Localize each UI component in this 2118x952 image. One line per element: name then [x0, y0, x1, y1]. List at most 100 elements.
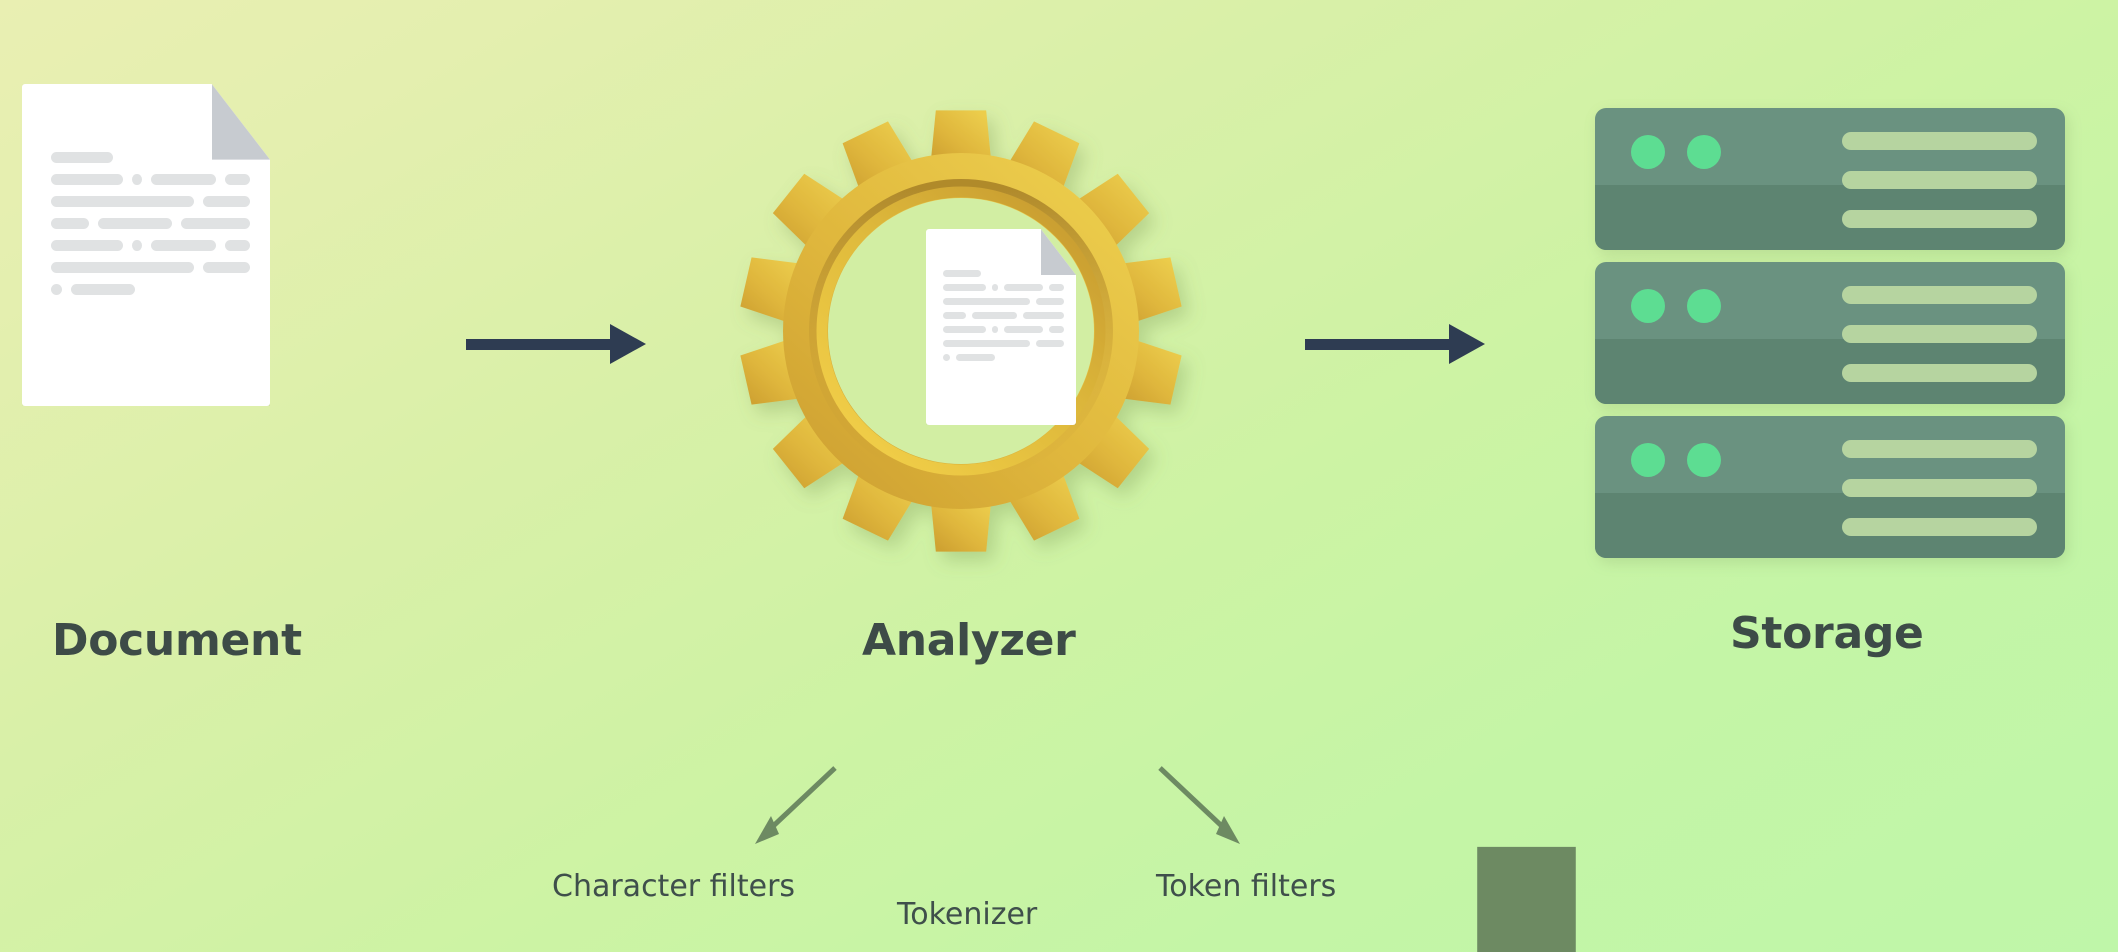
document-line-segment: [943, 326, 987, 334]
server-drive-bar: [1842, 132, 2037, 150]
gear-tooth: [1071, 173, 1150, 252]
document-line-row: [943, 312, 1064, 320]
document-text-lines: [50, 151, 251, 381]
gear-tooth: [930, 496, 992, 552]
document-line-segment: [943, 284, 987, 292]
arrow-document-to-analyzer: [466, 324, 646, 364]
document-line-row: [50, 151, 251, 163]
arrow-to-tokenizer: [1477, 846, 1576, 952]
server-status-leds: [1631, 289, 1721, 323]
document-line-segment: [150, 173, 217, 185]
document-line-segment: [203, 195, 251, 207]
status-led-icon: [1687, 135, 1721, 169]
server-drive-bars: [1842, 132, 2037, 228]
document-line-row: [50, 195, 251, 207]
character-filters-label: Character filters: [552, 869, 796, 904]
document-line-row: [943, 284, 1064, 292]
analyzer-node: [726, 96, 1196, 566]
document-line-segment: [225, 239, 251, 251]
document-line-row: [50, 173, 251, 185]
server-rack: [1595, 262, 2065, 404]
document-line-segment: [1048, 326, 1064, 334]
document-fold-corner: [211, 84, 270, 160]
inner-document-text-lines: [943, 270, 1064, 409]
document-line-row: [943, 298, 1064, 306]
status-led-icon: [1687, 289, 1721, 323]
document-line-row: [50, 261, 251, 273]
arrow-head: [1449, 324, 1485, 364]
server-drive-bar: [1842, 364, 2037, 382]
server-drive-bar: [1842, 210, 2037, 228]
document-line-segment: [943, 340, 1031, 348]
storage-node: [1595, 108, 2065, 558]
document-line-segment: [50, 151, 113, 163]
gear-tooth: [772, 410, 851, 489]
document-line-segment: [1048, 284, 1064, 292]
status-led-icon: [1687, 443, 1721, 477]
document-line-dot: [132, 173, 142, 185]
status-led-icon: [1631, 135, 1665, 169]
document-line-dot: [50, 283, 62, 295]
gear-tooth: [930, 110, 992, 166]
document-line-row: [943, 326, 1064, 334]
document-line-segment: [50, 217, 89, 229]
gear-tooth: [772, 173, 851, 252]
storage-label: Storage: [1730, 608, 1924, 659]
document-line-row: [50, 239, 251, 251]
token-filters-label: Token filters: [1156, 869, 1337, 904]
document-line-segment: [971, 312, 1017, 320]
server-drive-bars: [1842, 286, 2037, 382]
status-led-icon: [1631, 289, 1665, 323]
document-line-segment: [50, 195, 195, 207]
document-line-segment: [1004, 326, 1043, 334]
document-line-row: [50, 217, 251, 229]
server-drive-bar: [1842, 440, 2037, 458]
document-line-segment: [943, 270, 982, 278]
arrow-to-token-filters: [1158, 766, 1240, 844]
document-line-segment: [1036, 340, 1064, 348]
server-status-leds: [1631, 135, 1721, 169]
document-line-segment: [956, 354, 996, 362]
document-node: [22, 84, 270, 406]
arrow-shaft: [1305, 338, 1450, 350]
analyzer-inner-document-icon: [926, 229, 1076, 425]
arrow-head: [610, 324, 646, 364]
document-line-row: [943, 340, 1064, 348]
document-line-segment: [70, 283, 135, 295]
document-line-segment: [1004, 284, 1043, 292]
document-line-segment: [943, 298, 1031, 306]
document-line-dot: [992, 326, 999, 334]
inner-document-fold-corner: [1040, 229, 1076, 276]
document-line-segment: [50, 261, 195, 273]
document-line-segment: [225, 173, 251, 185]
document-line-segment: [50, 239, 124, 251]
document-line-row: [50, 283, 251, 295]
document-line-segment: [50, 173, 124, 185]
document-line-segment: [97, 217, 172, 229]
arrow-to-character-filters: [755, 766, 837, 844]
server-drive-bar: [1842, 325, 2037, 343]
server-drive-bar: [1842, 286, 2037, 304]
document-line-segment: [1036, 298, 1064, 306]
document-line-segment: [1022, 312, 1064, 320]
server-drive-bar: [1842, 479, 2037, 497]
tokenizer-label: Tokenizer: [897, 897, 1038, 932]
document-line-segment: [943, 312, 966, 320]
server-drive-bars: [1842, 440, 2037, 536]
server-rack: [1595, 416, 2065, 558]
document-line-dot: [992, 284, 999, 292]
status-led-icon: [1631, 443, 1665, 477]
document-line-segment: [180, 217, 251, 229]
document-line-row: [943, 270, 1064, 278]
document-label: Document: [52, 615, 302, 666]
document-line-dot: [132, 239, 142, 251]
server-drive-bar: [1842, 171, 2037, 189]
document-line-segment: [150, 239, 217, 251]
server-status-leds: [1631, 443, 1721, 477]
gear-tooth: [1071, 410, 1150, 489]
server-drive-bar: [1842, 518, 2037, 536]
server-rack: [1595, 108, 2065, 250]
arrow-shaft: [466, 338, 611, 350]
arrow-analyzer-to-storage: [1305, 324, 1485, 364]
